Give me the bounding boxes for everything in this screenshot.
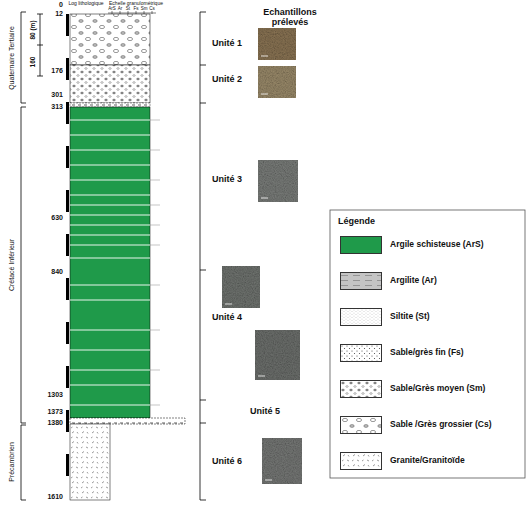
depth-label: 313 [51, 103, 63, 111]
legend-swatch [340, 416, 382, 434]
legend-pattern [341, 309, 382, 326]
legend-pattern [341, 273, 382, 290]
grain-size-code: Sm [141, 7, 148, 12]
legend-pattern [341, 381, 382, 398]
legend-swatch [340, 452, 382, 470]
legend-swatch [340, 236, 382, 254]
depth-label: 630 [51, 214, 63, 222]
scale-label: 80 (m) [29, 20, 36, 39]
legend-text: Granite/Granitoïde [390, 456, 465, 465]
grain-size-code: Fs [134, 7, 139, 12]
depth-label: 840 [51, 268, 63, 276]
legend-swatch [340, 272, 382, 290]
depth-label: 301 [51, 91, 63, 99]
legend-text: Sable/Grès moyen (Sm) [390, 384, 485, 393]
depth-label: 12 [55, 10, 63, 18]
depth-label: 176 [51, 67, 63, 75]
depth-label: 1303 [47, 391, 63, 399]
legend-text: Argile schisteuse (ArS) [390, 240, 484, 249]
scale-label: 160 [29, 57, 36, 68]
legend-swatch [340, 308, 382, 326]
grain-size-code: Cs [149, 7, 155, 12]
legend-text: Sable/grès fin (Fs) [390, 348, 464, 357]
depth-label: 1373 [47, 408, 63, 416]
grain-size-code: Ar [118, 7, 123, 12]
depth-label: 1610 [47, 493, 63, 501]
depth-label: 1380 [47, 419, 63, 427]
legend-swatch [340, 380, 382, 398]
column-header: Log lithologique [68, 1, 103, 7]
legend-text: Argilite (Ar) [390, 276, 437, 285]
legend-pattern [341, 345, 382, 362]
unit-label: Unité 6 [212, 457, 242, 467]
age-label: Précambrien [8, 442, 16, 482]
unit-label: Unité 3 [212, 175, 242, 185]
scale-label: 0 [59, 1, 63, 9]
grain-size-code: ArS [108, 7, 116, 12]
grain-size-code: St [126, 7, 130, 12]
unit-label: Unité 4 [212, 313, 242, 323]
legend-swatch [340, 344, 382, 362]
unit-label: Unité 5 [250, 407, 280, 417]
legend-pattern [341, 417, 382, 434]
legend-title: Légende [338, 217, 375, 227]
age-label: Crétacé Inférieur [8, 239, 16, 291]
age-label: Quaternaire Tertiaire [8, 26, 16, 90]
legend-pattern [341, 453, 382, 470]
unit-label: Unité 2 [212, 75, 242, 85]
legend-text: Siltite (St) [390, 312, 430, 321]
legend-text: Sable /Grès grossier (Cs) [390, 420, 492, 429]
samples-heading: Echantillons prélevés [250, 8, 330, 28]
unit-label: Unité 1 [212, 39, 242, 49]
